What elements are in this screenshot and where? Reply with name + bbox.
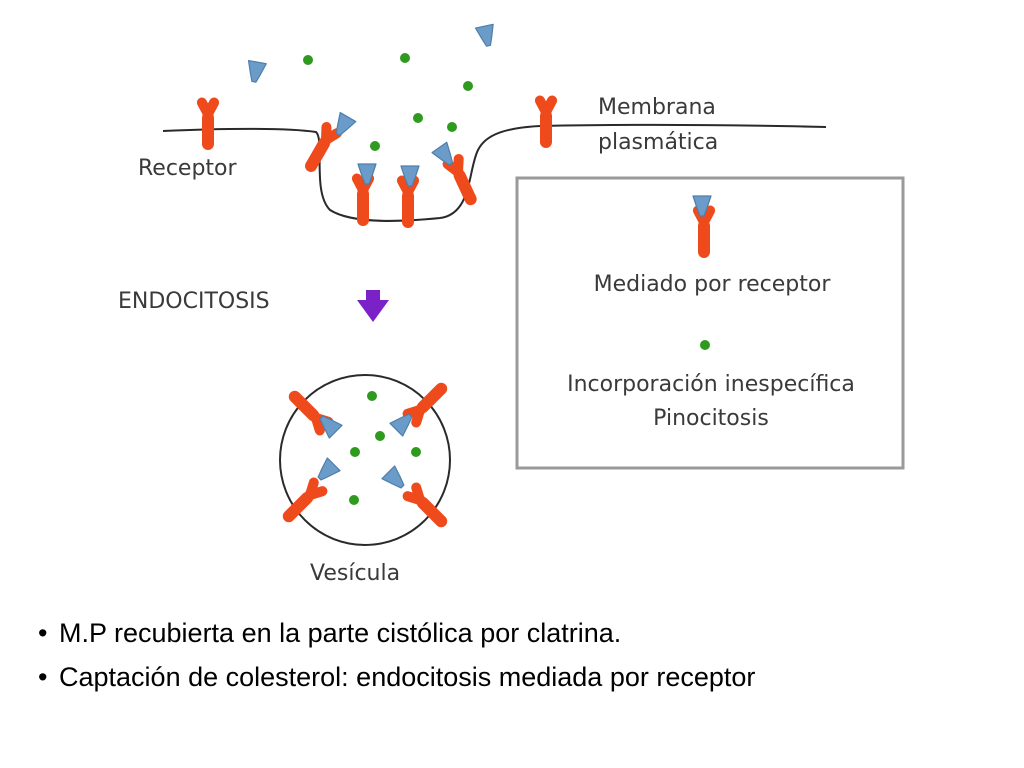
free-particles: [303, 53, 473, 151]
legend-nonspecific-line2: Pinocitosis: [653, 406, 769, 431]
receptor-label: Receptor: [138, 156, 238, 181]
plasma-membrane: [162, 123, 827, 222]
legend-particle-icon: [700, 340, 710, 350]
free-ligand: [244, 59, 267, 84]
legend-receptor-mediated: Mediado por receptor: [594, 272, 832, 297]
bullet-text: Captación de colesterol: endocitosis med…: [59, 662, 756, 692]
bullet-list: • M.P recubierta en la parte cistólica p…: [38, 618, 998, 706]
vesicle-ligand: [381, 465, 410, 494]
free-ligand: [474, 23, 498, 49]
vesicle-particles: [349, 391, 421, 505]
vesicle-receptor: [275, 473, 332, 530]
bullet-item: • Captación de colesterol: endocitosis m…: [38, 662, 998, 706]
membrane-label-line1: Membrana: [598, 95, 716, 120]
bullet-marker: •: [38, 618, 48, 648]
receptor-right: [533, 93, 559, 148]
down-arrow-icon: [357, 290, 389, 322]
endocytosis-label: ENDOCITOSIS: [118, 289, 270, 314]
vesicle-label: Vesícula: [310, 561, 400, 586]
bullet-item: • M.P recubierta en la parte cistólica p…: [38, 618, 998, 662]
bullet-text: M.P recubierta en la parte cistólica por…: [59, 618, 622, 648]
endocytosis-diagram: Membrana plasmática Receptor ENDOCITOSIS…: [118, 23, 905, 586]
receptor-left: [195, 95, 221, 150]
bullet-marker: •: [38, 662, 48, 692]
vesicle-membrane: [279, 374, 451, 546]
membrane-label-line2: plasmática: [598, 130, 718, 155]
legend-nonspecific-line1: Incorporación inespecífica: [567, 372, 855, 397]
